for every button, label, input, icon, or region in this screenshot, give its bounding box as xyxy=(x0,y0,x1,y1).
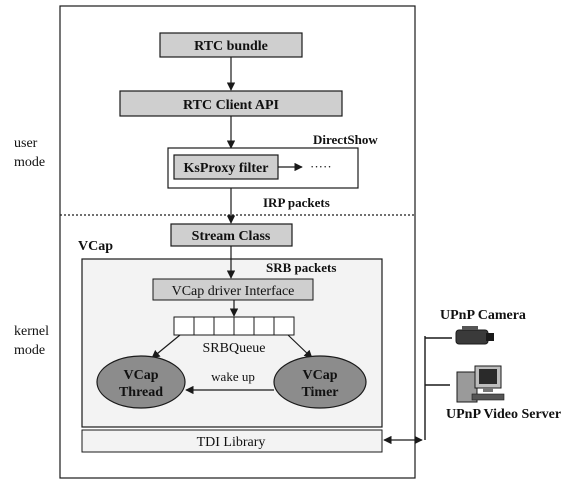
wake-up-label: wake up xyxy=(211,369,255,384)
vcap-timer-label-1: VCap xyxy=(302,368,337,383)
upnp-camera-label: UPnP Camera xyxy=(440,308,526,323)
kernel-mode-label-1: kernel xyxy=(14,324,49,339)
srb-queue-cell xyxy=(213,316,235,336)
srb-packets-label: SRB packets xyxy=(266,260,336,275)
srb-queue-cell xyxy=(193,316,215,336)
directshow-label: DirectShow xyxy=(313,132,378,147)
srb-queue-cell xyxy=(273,316,295,336)
srb-queue-cell xyxy=(253,316,275,336)
kernel-mode-label-2: mode xyxy=(14,343,45,358)
tdi-library-box xyxy=(81,429,383,453)
rtc-bundle-box xyxy=(159,32,303,58)
vcap-thread-ellipse xyxy=(96,355,186,409)
rtc-bundle-label: RTC bundle xyxy=(194,39,268,54)
vcap-timer-label-2: Timer xyxy=(301,385,338,400)
upnp-video-server-label: UPnP Video Server xyxy=(446,407,561,422)
user-mode-label-2: mode xyxy=(14,155,45,170)
vcap-timer-ellipse xyxy=(273,355,367,409)
srb-queue-cell xyxy=(173,316,195,336)
srb-queue-cell xyxy=(233,316,255,336)
srb-queue xyxy=(173,316,295,336)
arrow-queue-to-thread xyxy=(151,334,181,359)
irp-packets-label: IRP packets xyxy=(263,195,330,210)
rtc-client-api-label: RTC Client API xyxy=(183,98,279,113)
vcap-label: VCap xyxy=(78,239,113,254)
ksproxy-filter-label: KsProxy filter xyxy=(184,161,269,176)
srb-queue-label: SRBQueue xyxy=(203,341,266,356)
ellipsis-text: ····· xyxy=(310,159,332,174)
rtc-client-api-box xyxy=(119,90,343,117)
camera-icon xyxy=(455,326,494,345)
user-mode-label-1: user xyxy=(14,136,38,151)
tdi-library-label: TDI Library xyxy=(197,435,266,450)
stream-class-label: Stream Class xyxy=(192,229,271,244)
arrow-queue-to-timer xyxy=(287,334,313,359)
video-server-icon xyxy=(456,365,505,403)
vcap-thread-label-2: Thread xyxy=(119,385,163,400)
vcap-thread-label-1: VCap xyxy=(123,368,158,383)
vcap-driver-interface-box xyxy=(152,278,314,301)
vcap-driver-interface-label: VCap driver Interface xyxy=(172,284,295,299)
